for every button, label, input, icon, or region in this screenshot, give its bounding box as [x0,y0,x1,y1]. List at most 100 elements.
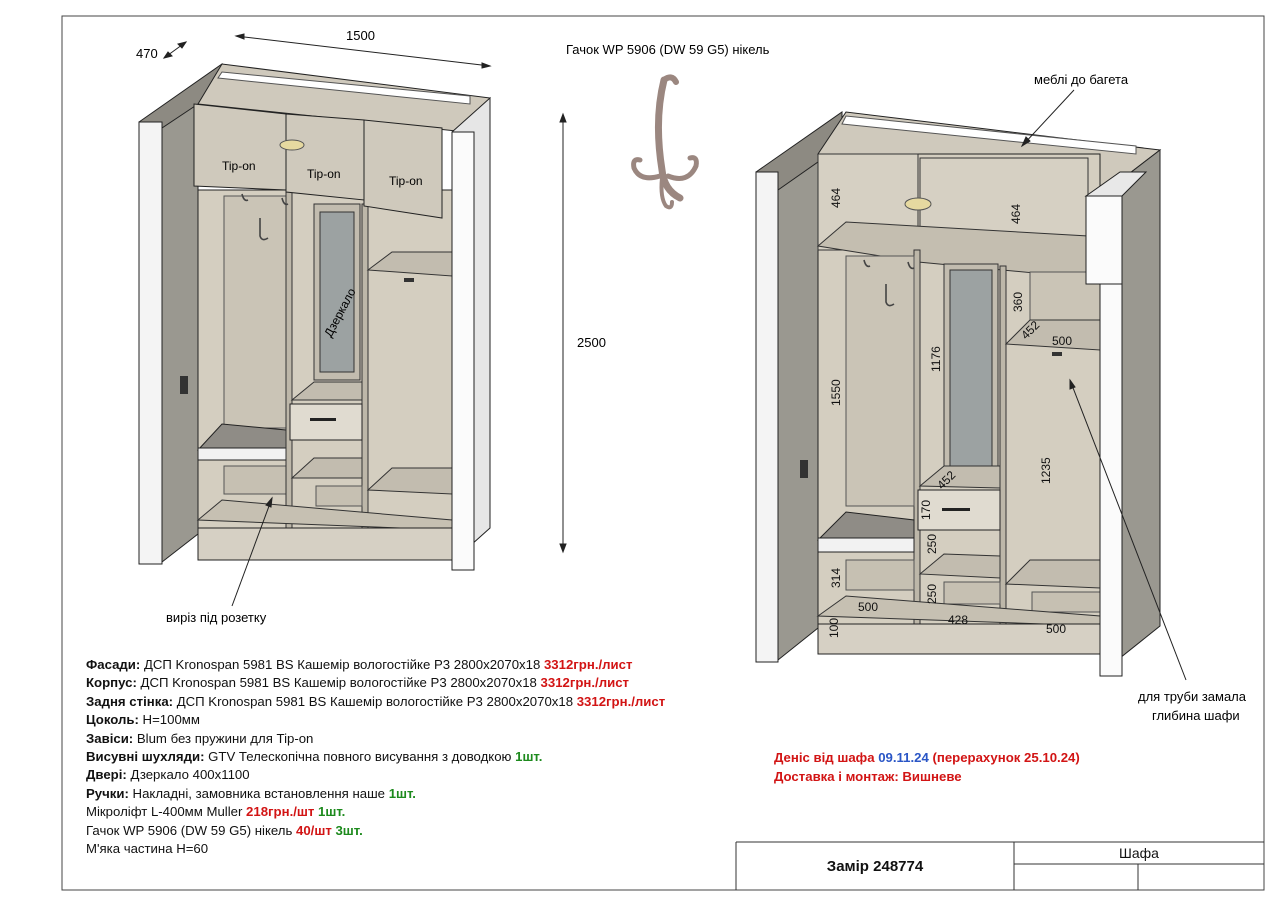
left-wardrobe [138,63,491,571]
left-mid-shelf-1 [290,381,363,401]
spec-text: ДСП Kronospan 5981 BS Кашемір вологостій… [136,675,541,691]
right-mid-shelf [918,465,1001,489]
left-divider-2 [361,203,369,529]
spec-text: Blum без пружини для Tip-on [133,730,314,746]
spec-price: 3312грн./лист [543,657,633,672]
dim-r-mid-bottom: 250 [925,584,939,604]
dim-r-mid-low: 250 [925,534,939,554]
facade-label-3: Tip-on [389,174,423,188]
sheet-border [61,15,1265,891]
right-wardrobe [755,111,1162,677]
hook-illustration [631,74,699,210]
dim-r-left-width: 500 [858,600,878,614]
facade-label-2: Tip-on [307,167,341,181]
title-block [735,841,1264,890]
right-col1-back [845,255,915,507]
dim-width: 1500 [346,28,375,43]
spec-label: Завіси: [86,730,134,746]
order-recalc: (перерахунок 25.10.24) [928,750,1080,765]
dim-r-right-width: 500 [1046,622,1066,636]
right-divider-1 [913,249,921,625]
pipe-callout-line2: глибина шафи [1152,708,1240,723]
spec-row: Мікроліфт L-400мм Muller 218грн./шт 1шт. [86,803,726,821]
spec-price: 3312грн./лист [576,693,666,709]
right-drawer-handle [942,508,970,511]
spec-row: Цоколь: Н=100мм [86,711,726,729]
dim-r-mid-tall: 1176 [929,346,943,372]
left-hooks [241,193,289,241]
spec-text: ДСП Kronospan 5981 BS Кашемір вологостій… [140,657,544,672]
left-plinth [197,527,453,561]
spec-price: 3312грн./лист [540,675,629,691]
spec-text: ДСП Kronospan 5981 BS Кашемір вологостій… [173,693,577,709]
pipe-callout-line1: для труби замала [1138,689,1247,704]
right-mid-box [943,581,1001,605]
right-col3-rail [1052,352,1062,356]
spec-row: Висувні шухляди: GTV Телескопічна повног… [86,748,726,766]
right-top-bagget [841,115,1137,155]
spec-text: Гачок WP 5906 (DW 59 G5) нікель [86,822,297,838]
spec-text: Мікроліфт L-400мм Muller [86,804,247,820]
left-sec1-back [223,195,287,429]
socket-callout: виріз під розетку [166,610,267,625]
left-drawer [289,403,363,441]
spec-label: Двері: [86,767,127,783]
spec-text: Н=100мм [138,712,200,728]
order-info: Деніс від шафа 09.11.24 (перерахунок 25.… [774,748,1080,786]
left-mid-shelf-2 [290,457,363,479]
facade-2 [285,113,365,201]
right-seat-front [817,537,915,553]
right-mid-shelf-2 [918,553,1001,579]
left-seat-front [197,447,287,461]
left-drawer-handle [310,418,336,421]
facade-3 [363,119,443,219]
spec-text: GTV Телескопічна повного висування з дов… [204,749,516,765]
spec-text: Накладні, замовника встановлення наше [128,785,389,801]
title-block-name: Шафа [1119,845,1159,861]
left-right-rail [404,278,414,282]
left-side-panel-face [161,103,199,564]
dim-r-plinth: 100 [827,618,841,638]
order-line-2: Доставка і монтаж: Вишневе [774,769,962,784]
dim-r-left-tall: 1550 [829,379,843,406]
spec-qty: 1шт. [314,804,346,820]
dim-r-mid-width: 428 [948,613,968,627]
spec-row: М'яка частина Н=60 [86,840,726,858]
spec-price: 40/шт [296,822,332,838]
socket-cutout [180,376,188,394]
spec-label: Корпус: [86,675,137,691]
spec-label: Ручки: [86,785,129,801]
right-socket-cutout [800,460,808,478]
right-hooks [863,259,915,307]
left-dimensions [162,33,567,607]
spec-label: Фасади: [86,657,141,672]
right-callouts [1020,89,1187,681]
right-lamp [904,197,932,211]
left-mirror [319,211,355,373]
spec-qty: 1шт. [515,749,543,765]
right-plinth [817,623,1101,655]
spec-label: Цоколь: [86,712,139,728]
right-low-box [845,559,915,591]
dim-r-drawer: 170 [919,500,933,520]
left-lamp [279,139,305,151]
spec-price: 218грн./шт [246,804,315,820]
dim-height: 2500 [577,335,606,350]
spec-row: Гачок WP 5906 (DW 59 G5) нікель 40/шт 3ш… [86,822,726,840]
dim-depth: 470 [136,46,158,61]
facade-label-1: Tip-on [222,159,256,173]
spec-row: Двері: Дзеркало 400х1100 [86,766,726,784]
left-top-bagget [217,71,471,105]
dim-r-right-rail: 1235 [1039,457,1053,484]
left-low-box [223,465,287,495]
right-col3-box [1031,591,1101,613]
right-right-edge-low [1099,283,1123,677]
spec-row: Задня стінка: ДСП Kronospan 5981 BS Каше… [86,693,726,711]
right-right-edge [1085,195,1123,285]
spec-row: Фасади: ДСП Kronospan 5981 BS Кашемір во… [86,656,726,674]
left-side-edge [138,121,163,565]
spec-row: Завіси: Blum без пружини для Tip-on [86,730,726,748]
facade-1 [193,103,287,191]
title-block-order-no: Замір 248774 [826,857,924,875]
spec-label: Задня стінка: [86,693,174,709]
